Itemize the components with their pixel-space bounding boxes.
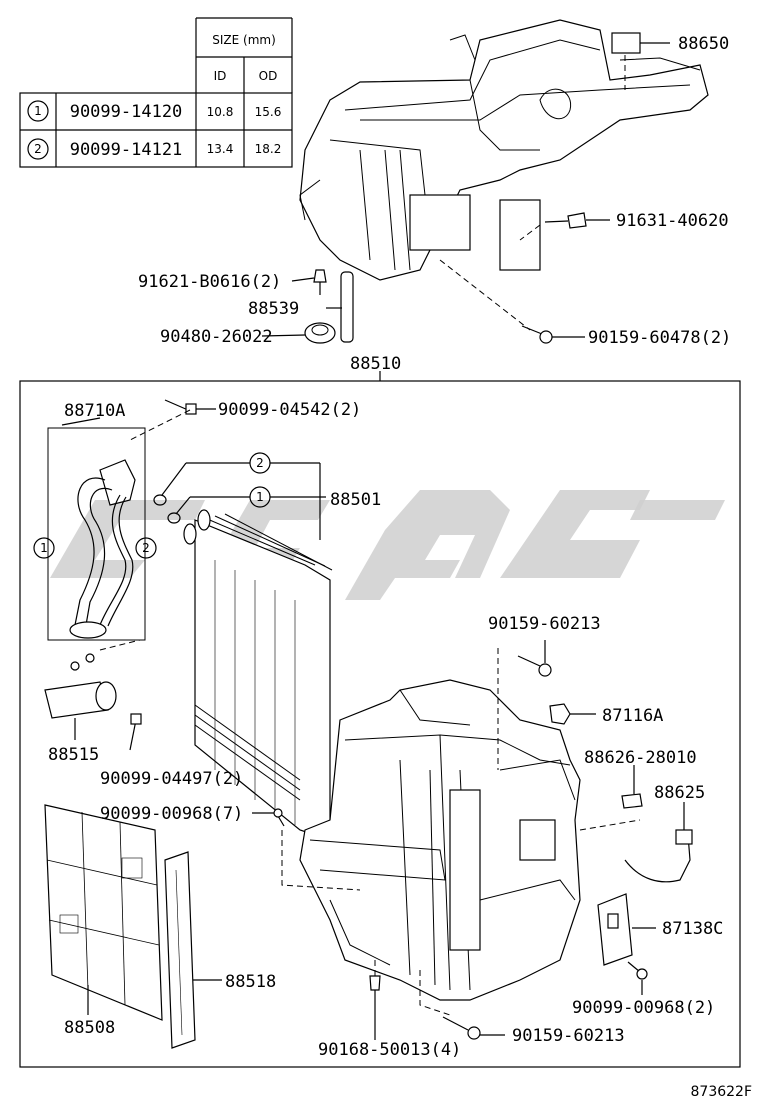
col-od-header: OD (259, 69, 278, 83)
label-91621-b0616: 91621-B0616(2) (138, 272, 281, 292)
part-88650-shape (611, 32, 641, 54)
label-88539: 88539 (248, 299, 299, 319)
evap-oring-leaders: 2 1 (161, 452, 326, 540)
size-header: SIZE (mm) (212, 33, 276, 47)
row1-part: 90099-14120 (70, 102, 183, 122)
oring-circle-1: 1 (256, 490, 264, 504)
label-90168-50013: 90168-50013(4) (318, 1040, 461, 1060)
label-88710a: 88710A (64, 401, 125, 421)
label-91631-40620: 91631-40620 (616, 211, 729, 231)
diagram-id: 873622F (691, 1084, 753, 1100)
row2-id: 13.4 (207, 142, 234, 156)
label-87138c: 87138C (662, 919, 723, 939)
label-88510: 88510 (350, 354, 401, 374)
label-90099-00968-left: 90099-00968(7) (100, 804, 243, 824)
row2-index: 2 (34, 142, 42, 156)
label-90159-60478: 90159-60478(2) (588, 328, 731, 348)
pipe-assembly-drawing (47, 427, 146, 641)
expansion-valve-drawing (44, 639, 142, 751)
top-assembly-drawing (299, 19, 709, 281)
bolt-04542-drawing (129, 399, 216, 441)
watermark-logo (50, 490, 725, 600)
pipe-circle-labels: 1 2 (33, 417, 157, 559)
lower-left-parts (44, 804, 505, 1049)
top-leaders (261, 42, 670, 381)
pipe-circle-2: 2 (142, 541, 150, 555)
label-88508: 88508 (64, 1018, 115, 1038)
lower-right-parts (497, 640, 693, 995)
row1-od: 15.6 (255, 105, 282, 119)
col-id-header: ID (214, 69, 227, 83)
label-90099-04497: 90099-04497(2) (100, 769, 243, 789)
size-table: SIZE (mm) ID OD 1 90099-14120 10.8 15.6 … (19, 17, 293, 168)
label-88650: 88650 (678, 34, 729, 54)
label-90159-60213-top: 90159-60213 (488, 614, 601, 634)
assembly-frame (19, 380, 741, 1068)
row2-part: 90099-14121 (70, 140, 183, 160)
label-88515: 88515 (48, 745, 99, 765)
lower-case-drawing (299, 679, 581, 1001)
row2-od: 18.2 (255, 142, 282, 156)
label-90480-26022: 90480-26022 (160, 327, 273, 347)
label-90099-00968-right: 90099-00968(2) (572, 998, 715, 1018)
label-87116a: 87116A (602, 706, 663, 726)
row1-index: 1 (34, 104, 42, 118)
label-88626-28010: 88626-28010 (584, 748, 697, 768)
row1-id: 10.8 (207, 105, 234, 119)
oring-circle-2: 2 (256, 456, 264, 470)
label-88625: 88625 (654, 783, 705, 803)
top-small-parts (304, 212, 587, 344)
label-90159-60213-bottom: 90159-60213 (512, 1026, 625, 1046)
label-90099-04542: 90099-04542(2) (218, 400, 361, 420)
label-88501: 88501 (330, 490, 381, 510)
label-88518: 88518 (225, 972, 276, 992)
pipe-circle-1: 1 (40, 541, 48, 555)
